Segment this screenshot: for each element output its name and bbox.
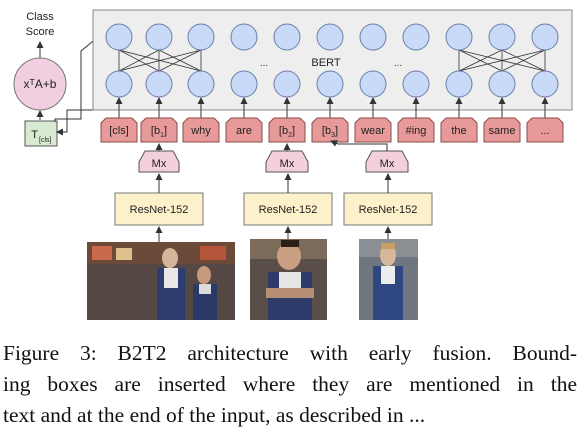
token-label: same <box>489 125 516 137</box>
token-label: [b1] <box>151 125 167 139</box>
class-score-title-2: Score <box>26 26 55 38</box>
resnet-box-2: ResNet-152 <box>243 192 333 226</box>
token-box <box>182 117 220 143</box>
caption-line-2: ing boxes are inserted where they are me… <box>3 372 577 396</box>
bert-output-node <box>316 23 344 51</box>
bert-input-node <box>488 70 516 98</box>
token-box <box>483 117 521 143</box>
bert-input-node <box>531 70 559 98</box>
token-box <box>397 117 435 143</box>
bert-input-node <box>145 70 173 98</box>
bert-output-node <box>145 23 173 51</box>
bert-input-node <box>445 70 473 98</box>
token-label: the <box>451 125 466 137</box>
token-box <box>311 117 349 143</box>
token-box <box>140 117 178 143</box>
bert-label: BERT <box>311 57 340 69</box>
svg-text:ResNet-152: ResNet-152 <box>359 204 418 216</box>
caption-line-1: Figure 3: B2T2 architecture with early f… <box>3 341 577 365</box>
figure-caption: Figure 3: B2T2 architecture with early f… <box>3 338 577 431</box>
token-label: ... <box>540 125 549 137</box>
tcls-label: T <box>31 129 38 141</box>
token-label: why <box>190 125 211 137</box>
photo-1 <box>87 242 235 320</box>
bert-output-node <box>273 23 301 51</box>
bert-output-node <box>187 23 215 51</box>
token-box <box>225 117 263 143</box>
svg-text:Mx: Mx <box>152 158 167 170</box>
bert-input-node <box>187 70 215 98</box>
token-label: wear <box>360 125 385 137</box>
bert-input-node <box>316 70 344 98</box>
resnet-box-3: ResNet-152 <box>343 192 433 226</box>
bert-output-node <box>445 23 473 51</box>
bert-input-node <box>230 70 258 98</box>
bert-dots-right: ... <box>394 58 402 69</box>
bert-dots-left: ... <box>260 58 268 69</box>
mx-box-3: Mx <box>365 150 409 173</box>
svg-text:ResNet-152: ResNet-152 <box>259 204 318 216</box>
bert-output-node <box>230 23 258 51</box>
class-score-title: Class <box>26 11 54 23</box>
photo-3 <box>359 239 418 320</box>
bert-input-node <box>105 70 133 98</box>
token-box <box>440 117 478 143</box>
bert-input-node <box>359 70 387 98</box>
bert-output-node <box>402 23 430 51</box>
classifier-formula: xᵀA+b <box>24 77 57 91</box>
token-box <box>100 117 138 143</box>
token-label: [b3] <box>322 125 338 139</box>
bert-output-node <box>105 23 133 51</box>
token-box <box>526 117 564 143</box>
token-label: #ing <box>406 125 427 137</box>
bert-output-node <box>531 23 559 51</box>
token-box <box>354 117 392 143</box>
bert-input-node <box>402 70 430 98</box>
caption-line-3: text and at the end of the input, as des… <box>3 403 426 427</box>
token-label: [b2] <box>279 125 295 139</box>
bert-output-node <box>359 23 387 51</box>
architecture-figure: Class Score xᵀA+b T [cls] BERT ... ... [… <box>13 9 573 320</box>
resnet-box-1: ResNet-152 <box>114 192 204 226</box>
photo-2 <box>250 239 327 320</box>
bert-output-node <box>488 23 516 51</box>
token-label: are <box>236 125 252 137</box>
tcls-subscript: [cls] <box>39 137 52 144</box>
svg-text:Mx: Mx <box>280 158 295 170</box>
svg-text:Mx: Mx <box>380 158 395 170</box>
token-label: [cls] <box>109 125 129 137</box>
bert-input-node <box>273 70 301 98</box>
svg-text:ResNet-152: ResNet-152 <box>130 204 189 216</box>
mx-box-1: Mx <box>138 150 180 173</box>
token-box <box>268 117 306 143</box>
mx-box-2: Mx <box>265 150 309 173</box>
